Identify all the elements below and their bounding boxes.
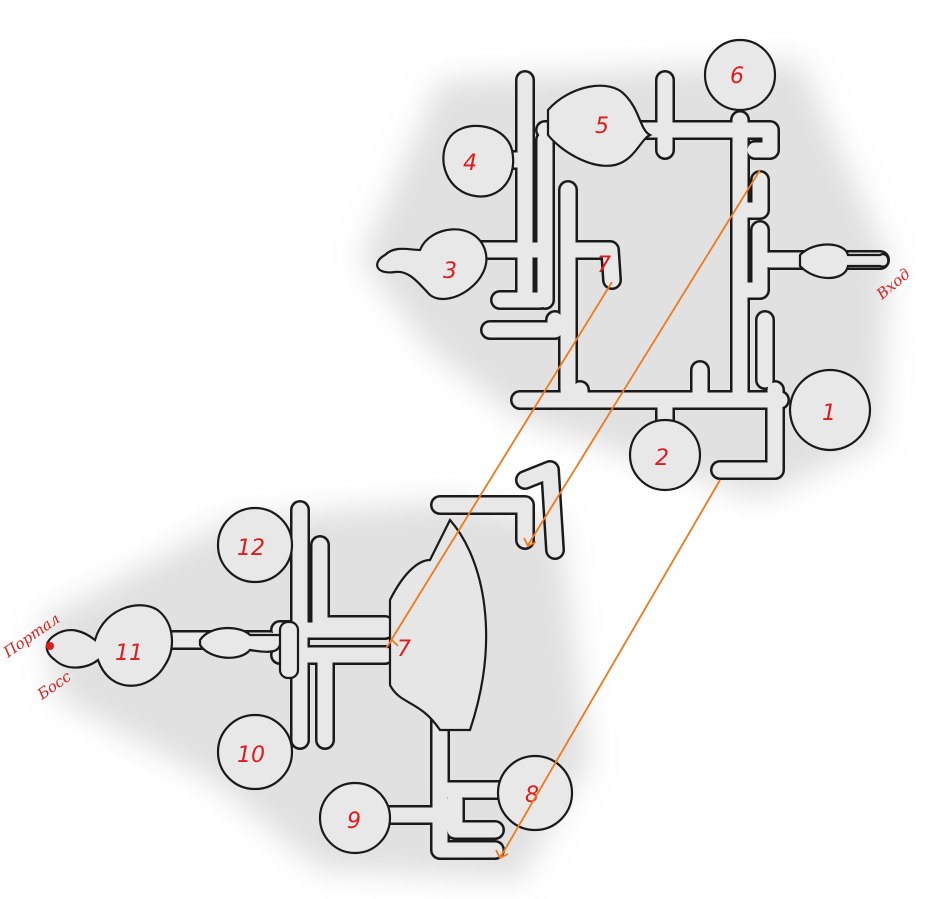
room-6-label: 6 <box>730 64 744 89</box>
map-links <box>385 169 761 860</box>
room-7-label: 7 <box>397 637 411 662</box>
room-11-label: 11 <box>115 641 143 666</box>
portal-marker-icon <box>46 642 54 650</box>
room-3: 3 <box>376 228 488 301</box>
room-8: 8 <box>496 754 574 832</box>
room-2-label: 2 <box>655 446 669 471</box>
entrance-chamber <box>798 243 890 279</box>
room-10-label: 10 <box>237 743 265 768</box>
link-7-arrowhead <box>385 638 399 649</box>
link-8-arrowhead <box>495 849 509 860</box>
room-6: 6 <box>703 38 777 112</box>
room-9-label: 9 <box>347 809 361 834</box>
room-5: 5 <box>546 84 653 167</box>
room-3-label: 3 <box>443 259 457 284</box>
side-chamber <box>198 620 300 680</box>
room-5-label: 5 <box>595 114 609 139</box>
link-1-to-8 <box>499 479 721 859</box>
room-12-label: 12 <box>237 536 265 561</box>
link-upper-to-stub <box>527 169 761 546</box>
upper-seven-marker: 7 <box>597 253 611 278</box>
room-12: 12 <box>216 506 294 584</box>
room-7: 7 <box>388 518 488 732</box>
room-4-label: 4 <box>463 151 477 176</box>
room-9: 9 <box>318 781 392 855</box>
room-8-label: 8 <box>525 783 539 808</box>
link-stub-arrowhead <box>523 537 537 548</box>
room-4: 4 <box>442 124 515 198</box>
room-10: 10 <box>216 713 294 791</box>
room-2: 2 <box>628 418 702 492</box>
room-1-label: 1 <box>822 401 836 426</box>
room-1: 1 <box>788 368 872 452</box>
room-11: 11 <box>45 604 173 687</box>
link-7-to-7 <box>389 281 613 643</box>
